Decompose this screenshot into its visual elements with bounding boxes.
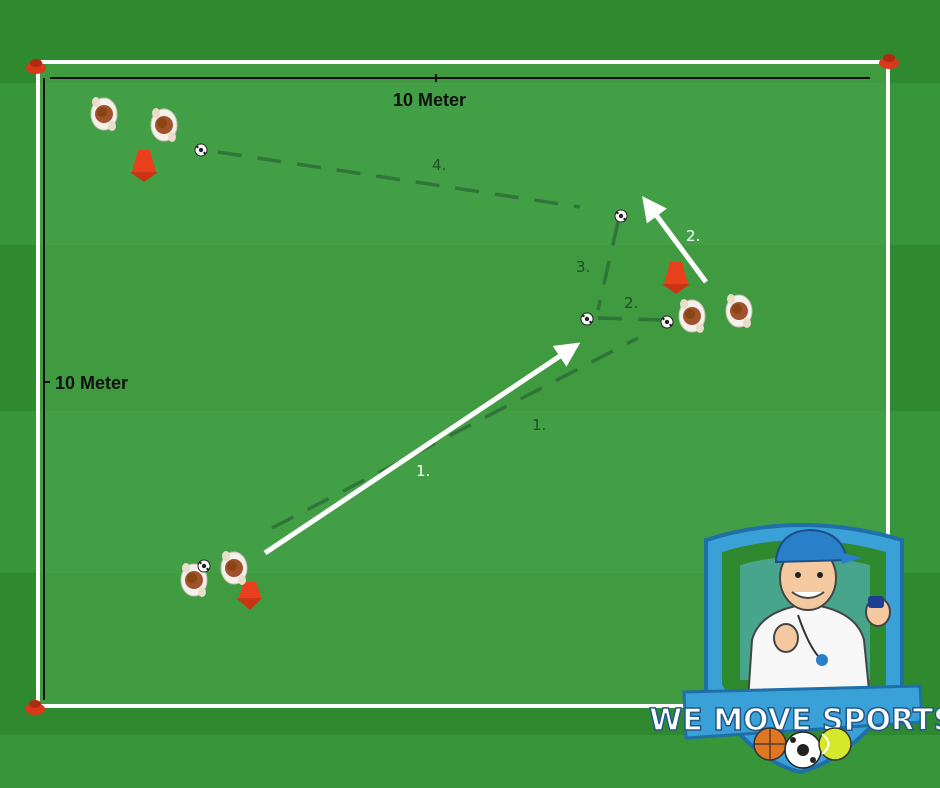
ball-icon bbox=[194, 143, 208, 157]
step-label-3: 3. bbox=[576, 258, 590, 276]
we-move-sports-logo: WE MOVE SPORTS bbox=[648, 523, 940, 775]
pass-line-3 bbox=[596, 221, 620, 311]
ball-icon bbox=[614, 209, 628, 223]
logo-brand-text: WE MOVE SPORTS bbox=[649, 703, 940, 738]
player-icon bbox=[678, 298, 706, 334]
player-icon bbox=[90, 96, 118, 132]
cone-icon bbox=[130, 150, 158, 182]
corner-marker-icon bbox=[879, 54, 899, 69]
height-measure bbox=[43, 78, 50, 700]
ball-icon bbox=[197, 559, 211, 573]
ball-icon bbox=[580, 312, 594, 326]
soccer-ball-icon bbox=[784, 731, 822, 769]
cone-icon bbox=[662, 262, 690, 294]
player-icon bbox=[725, 293, 753, 329]
corner-marker-icon bbox=[25, 700, 45, 715]
coach-mascot bbox=[746, 528, 891, 701]
run-arrow-1 bbox=[263, 342, 581, 556]
player-icon bbox=[220, 550, 248, 586]
step-label-run-1: 1. bbox=[416, 462, 430, 480]
step-label-run-2: 2. bbox=[686, 227, 700, 245]
tennis-ball-icon bbox=[818, 727, 852, 761]
step-label-pass-2: 2. bbox=[624, 294, 638, 312]
step-label-pass-1: 1. bbox=[532, 416, 546, 434]
basketball-icon bbox=[753, 727, 787, 761]
width-measure bbox=[50, 74, 870, 82]
cone-icon bbox=[236, 582, 262, 610]
width-label: 10 Meter bbox=[393, 90, 466, 110]
pass-line-2 bbox=[597, 316, 663, 322]
corner-marker-icon bbox=[26, 59, 46, 74]
step-label-4: 4. bbox=[432, 156, 446, 174]
height-label: 10 Meter bbox=[55, 373, 128, 393]
player-icon bbox=[150, 107, 178, 143]
pass-line-4 bbox=[217, 150, 581, 209]
pass-line-1 bbox=[271, 336, 639, 530]
field-boundary bbox=[36, 60, 890, 708]
run-arrow-2 bbox=[642, 195, 709, 284]
ball-icon bbox=[660, 315, 674, 329]
